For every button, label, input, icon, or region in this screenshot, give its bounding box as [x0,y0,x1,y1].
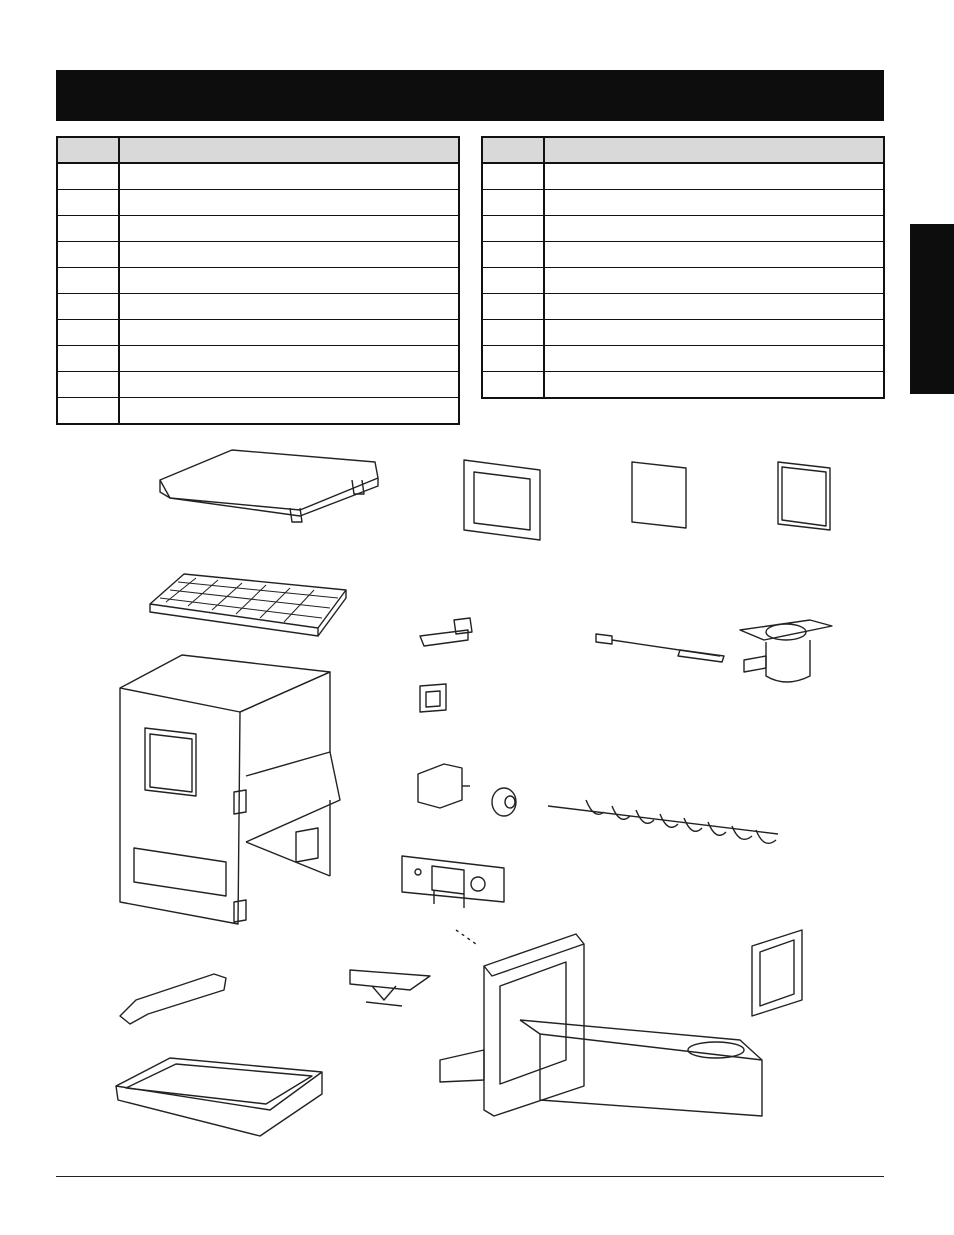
part-description-cell [543,319,885,346]
induction-fan-part [349,969,431,1007]
hopper-tray-part [115,1057,323,1137]
parts-table-right-body [481,162,885,399]
part-description-cell [543,371,885,399]
part-description-cell [118,371,460,398]
part-description-cell [543,215,885,242]
feed-assembly-part [439,933,763,1117]
part-description-cell [118,189,460,216]
part-number-cell [56,293,120,320]
switch-bracket-part [419,617,473,647]
parts-table-left [56,136,460,425]
side-tab [910,224,954,394]
column-header-number [56,136,120,164]
part-description-cell [543,162,885,190]
part-description-cell [543,293,885,320]
part-description-cell [118,397,460,425]
table-row [56,215,460,242]
part-description-cell [543,345,885,372]
part-description-cell [118,267,460,294]
table-row [481,345,885,372]
column-header-description [118,136,460,164]
table-row [481,162,885,190]
column-header-description [543,136,885,164]
part-number-cell [481,319,545,346]
frame-gasket-part [463,459,541,541]
table-header-row [481,136,885,164]
inspection-plate-part [631,461,687,529]
firebox-gasket-part [751,929,803,1017]
bushing-part [491,787,517,817]
part-number-cell [56,397,120,425]
table-row [481,267,885,294]
part-number-cell [481,162,545,190]
part-number-cell [56,267,120,294]
table-row [481,293,885,320]
part-number-cell [481,293,545,320]
burn-pot-part [739,619,833,683]
title-bar [56,70,884,121]
part-number-cell [56,345,120,372]
part-description-cell [118,345,460,372]
part-number-cell [481,345,545,372]
table-header-row [56,136,460,164]
part-number-cell [56,215,120,242]
part-number-cell [481,267,545,294]
part-number-cell [481,241,545,268]
table-row [56,162,460,190]
part-number-cell [56,319,120,346]
table-row [56,241,460,268]
hopper-lid-part [159,449,379,523]
part-number-cell [56,162,120,190]
gasket-part [777,461,831,531]
part-description-cell [543,267,885,294]
part-description-cell [118,319,460,346]
igniter-part [595,633,725,663]
part-description-cell [118,215,460,242]
grease-grate-part [149,573,347,637]
table-row [56,345,460,372]
auger-motor-part [417,763,470,809]
parts-table-right [481,136,885,399]
table-row [56,397,460,425]
exploded-parts-diagram [115,449,833,1137]
controller-part [401,855,505,908]
table-row [56,293,460,320]
part-number-cell [56,189,120,216]
footer-rule [56,1176,884,1177]
part-number-cell [56,371,120,398]
part-description-cell [543,241,885,268]
table-row [56,189,460,216]
part-number-cell [481,189,545,216]
part-number-cell [481,215,545,242]
parts-table-left-body [56,162,460,425]
part-description-cell [118,162,460,190]
table-row [56,371,460,398]
part-description-cell [543,189,885,216]
auger-part [547,799,779,844]
table-row [56,319,460,346]
column-header-number [481,136,545,164]
table-row [481,189,885,216]
table-row [481,241,885,268]
part-description-cell [118,241,460,268]
table-row [56,267,460,294]
part-description-cell [118,293,460,320]
table-row [481,215,885,242]
part-number-cell [56,241,120,268]
hopper-body-part [119,654,341,925]
assembly-leader-line [455,929,477,945]
power-switch-part [419,683,447,713]
table-row [481,371,885,399]
part-number-cell [481,371,545,399]
hopper-handle-part [119,973,227,1025]
table-row [481,319,885,346]
